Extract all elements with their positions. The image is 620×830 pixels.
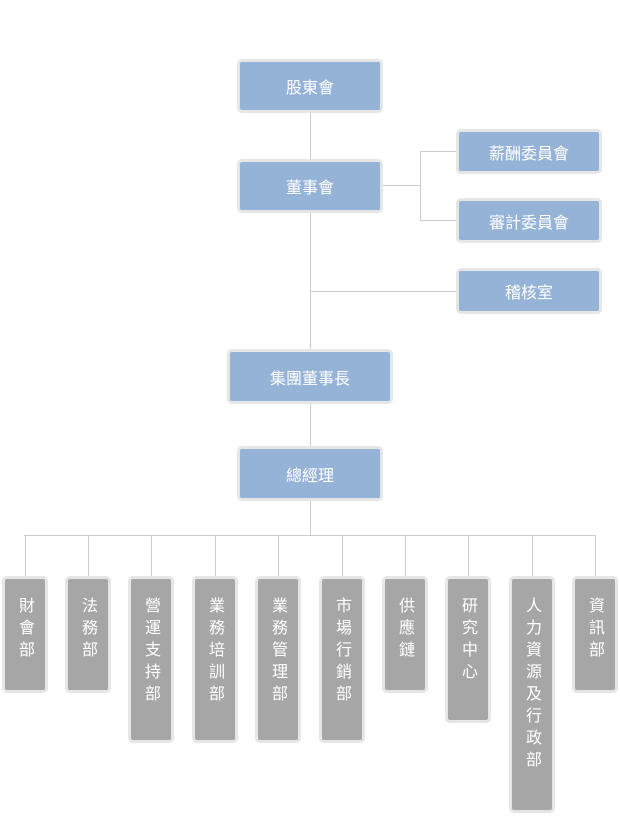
dept-hr-admin: 人力資源及行政部: [509, 576, 555, 813]
connector-dept-drop: [468, 535, 469, 577]
node-internal-audit: 稽核室: [456, 268, 602, 314]
dept-it: 資訊部: [572, 576, 618, 693]
dept-business-training: 業務培訓部: [192, 576, 238, 743]
connector-to-internal-audit: [310, 291, 456, 292]
dept-operations-support: 營運支持部: [128, 576, 174, 743]
connector-to-compensation: [420, 151, 456, 152]
connector-dept-drop: [215, 535, 216, 577]
connector-dept-drop: [342, 535, 343, 577]
dept-legal: 法務部: [65, 576, 111, 693]
dept-marketing: 市場行銷部: [319, 576, 365, 743]
connector-board-committees: [383, 185, 420, 186]
dept-finance: 財會部: [2, 576, 48, 693]
connector-dept-drop: [151, 535, 152, 577]
node-shareholders: 股東會: [237, 59, 383, 113]
dept-business-management: 業務管理部: [255, 576, 301, 743]
connector-gm-bus: [310, 499, 311, 535]
connector-shareholders-board: [310, 112, 311, 160]
connector-board-chairman: [310, 212, 311, 350]
connector-dept-drop: [278, 535, 279, 577]
node-audit-committee: 審計委員會: [456, 198, 602, 243]
dept-supply-chain: 供應鏈: [382, 576, 428, 693]
connector-dept-bus: [24, 535, 596, 536]
connector-dept-drop: [25, 535, 26, 577]
node-board: 董事會: [237, 159, 383, 213]
connector-committees-vertical: [420, 151, 421, 221]
node-general-manager: 總經理: [237, 446, 383, 501]
node-compensation-committee: 薪酬委員會: [456, 129, 602, 174]
connector-dept-drop: [405, 535, 406, 577]
connector-to-audit: [420, 220, 456, 221]
dept-research-center: 研究中心: [445, 576, 491, 723]
node-chairman: 集團董事長: [227, 349, 393, 404]
connector-dept-drop: [532, 535, 533, 577]
connector-chairman-gm: [310, 402, 311, 448]
connector-dept-drop: [595, 535, 596, 577]
connector-dept-drop: [88, 535, 89, 577]
